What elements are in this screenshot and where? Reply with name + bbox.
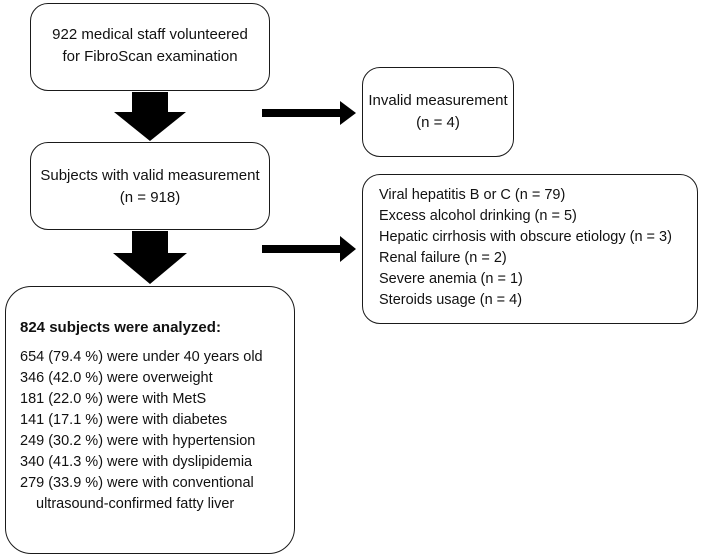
exclusion-item: Renal failure (n = 2): [379, 250, 507, 266]
right-arrow-2: [262, 236, 356, 262]
exclusion-item: Excess alcohol drinking (n = 5): [379, 208, 577, 224]
volunteers-line-1: 922 medical staff volunteered: [52, 26, 248, 43]
volunteers-line-2: for FibroScan examination: [62, 48, 238, 65]
valid-line-1: Subjects with valid measurement: [40, 167, 260, 184]
analyzed-item: 346 (42.0 %) were overweight: [20, 370, 213, 386]
analyzed-box: 824 subjects were analyzed: 654 (79.4 %)…: [5, 286, 295, 554]
analyzed-item: ultrasound-confirmed fatty liver: [36, 496, 235, 512]
right-arrow-1: [262, 101, 356, 125]
invalid-measurement-box: Invalid measurement (n = 4): [362, 67, 514, 157]
exclusion-item: Severe anemia (n = 1): [379, 271, 523, 287]
down-arrow-2: [113, 231, 187, 284]
volunteers-box: 922 medical staff volunteered for FibroS…: [30, 3, 270, 91]
analyzed-title: 824 subjects were analyzed:: [20, 319, 221, 336]
exclusion-item: Hepatic cirrhosis with obscure etiology …: [379, 229, 672, 245]
exclusions-box: Viral hepatitis B or C (n = 79) Excess a…: [362, 174, 698, 324]
analyzed-item: 340 (41.3 %) were with dyslipidemia: [20, 454, 253, 470]
analyzed-item: 141 (17.1 %) were with diabetes: [20, 412, 228, 428]
analyzed-item: 654 (79.4 %) were under 40 years old: [20, 349, 263, 365]
invalid-line-1: Invalid measurement: [368, 92, 508, 109]
exclusion-item: Steroids usage (n = 4): [379, 292, 523, 308]
valid-measurement-box: Subjects with valid measurement (n = 918…: [30, 142, 270, 230]
valid-line-2: (n = 918): [119, 189, 181, 206]
invalid-line-2: (n = 4): [416, 114, 460, 131]
down-arrow-1: [114, 92, 186, 141]
exclusion-item: Viral hepatitis B or C (n = 79): [379, 187, 566, 203]
analyzed-item: 279 (33.9 %) were with conventional: [20, 475, 254, 491]
analyzed-item: 249 (30.2 %) were with hypertension: [20, 433, 256, 449]
analyzed-item: 181 (22.0 %) were with MetS: [20, 391, 207, 407]
